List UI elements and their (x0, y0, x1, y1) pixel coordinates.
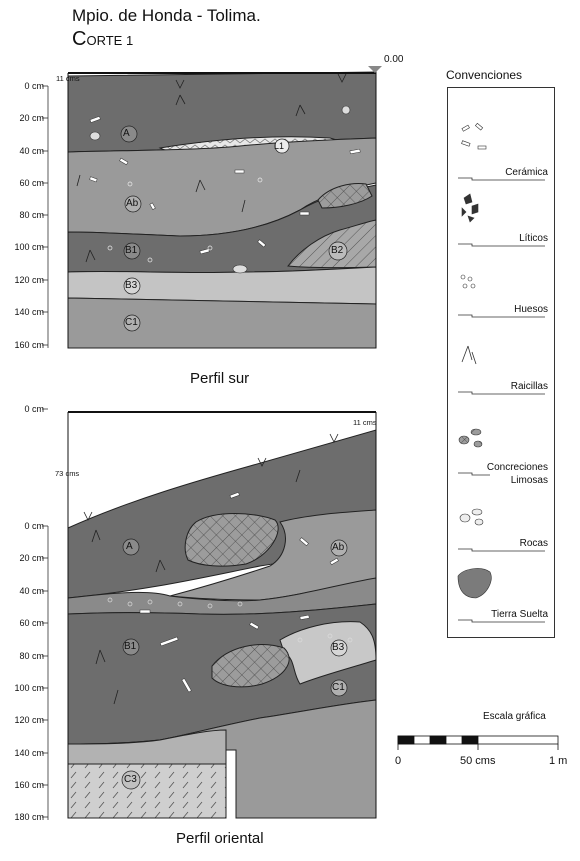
tick-oriental-upper-0: 0 cm (24, 404, 44, 414)
legend-title: Convenciones (446, 68, 523, 82)
sur-top-measure-value: 11 (56, 74, 64, 83)
tick-sur-0: 0 cm (24, 81, 44, 91)
legend-label-ceramica: Cerámica (505, 167, 548, 178)
label-oriental-A: A (126, 541, 133, 552)
tick-sur-100: 100 cm (14, 242, 44, 252)
concretion-block-oriental (184, 513, 279, 567)
scale-label-0: 0 (395, 755, 402, 767)
oriental-right-measure: 11 cms (353, 418, 377, 427)
legend-label-huesos: Huesos (514, 304, 548, 315)
horizon-oriental-Ab (169, 509, 377, 601)
horizon-sur-C1 (67, 297, 377, 349)
label-sur-B2: B2 (331, 245, 344, 256)
tick-oriental-180: 180 cm (14, 812, 44, 822)
label-sur-Ab: Ab (126, 198, 139, 209)
tick-oriental-60: 60 cm (19, 618, 44, 628)
caption-perfil-oriental: Perfil oriental (176, 830, 264, 847)
profile-oriental (67, 411, 377, 819)
legend-label-liticos: Líticos (519, 233, 548, 244)
caption-perfil-sur: Perfil sur (190, 370, 250, 387)
scale-title: Escala gráfica (483, 711, 546, 722)
section-title-initial: C (72, 28, 87, 50)
map-title: Mpio. de Honda - Tolima. (72, 6, 261, 25)
section-title: CORTE 1 (72, 28, 133, 51)
legend-icons (457, 122, 545, 623)
tick-sur-140: 140 cm (14, 307, 44, 317)
tick-sur-60: 60 cm (19, 178, 44, 188)
tick-oriental-100: 100 cm (14, 683, 44, 693)
label-sur-A: A (123, 128, 130, 139)
legend-label-concreciones: Concreciones (486, 462, 548, 473)
legend-box: Cerámica Líticos Huesos Raicillas Concre… (447, 87, 555, 638)
label-oriental-B3: B3 (332, 642, 345, 653)
legend-label-limosas: Limosas (510, 475, 548, 486)
section-title-rest: ORTE 1 (86, 33, 134, 48)
bone-icon (460, 274, 476, 289)
horizon-oriental-C1-band (67, 729, 227, 765)
concretion-icon (458, 428, 483, 448)
tick-sur-120: 120 cm (14, 275, 44, 285)
label-oriental-B1: B1 (124, 641, 137, 652)
legend-label-tierra-suelta: Tierra Suelta (491, 609, 548, 620)
axis-oriental (42, 408, 49, 820)
tick-sur-40: 40 cm (19, 146, 44, 156)
label-oriental-C3: C3 (124, 774, 137, 785)
horizon-sur-B2 (287, 219, 377, 269)
oriental-left-measure: 73 cms (55, 469, 79, 478)
label-sur-B3: B3 (125, 280, 138, 291)
tick-oriental-140: 140 cm (14, 748, 44, 758)
label-oriental-C1: C1 (332, 682, 345, 693)
tick-oriental-120: 120 cm (14, 715, 44, 725)
scale-bar (397, 735, 559, 750)
profile-sur (67, 66, 382, 349)
datum-marker (368, 66, 382, 73)
rootlet-icon (461, 345, 477, 365)
scale-label-50: 50 cms (460, 755, 496, 767)
datum-label: 0.00 (384, 54, 404, 65)
loose-soil-icon (457, 568, 492, 599)
label-sur-L1: L1 (274, 141, 285, 151)
tick-sur-160: 160 cm (14, 340, 44, 350)
scale-label-1m: 1 m (549, 755, 568, 767)
axis-sur (42, 85, 49, 348)
oriental-right-measure-unit: cms (362, 418, 377, 427)
sur-top-measure: 11 cms (56, 74, 80, 83)
tick-oriental-40: 40 cm (19, 586, 44, 596)
tick-sur-20: 20 cm (19, 113, 44, 123)
ceramic-icon (461, 122, 487, 150)
sur-top-measure-unit: cms (65, 74, 80, 83)
concretion-cluster-oriental (211, 644, 290, 688)
legend-label-rocas: Rocas (519, 538, 548, 549)
label-sur-C1: C1 (125, 317, 138, 328)
label-oriental-Ab: Ab (332, 542, 345, 553)
legend-label-raicillas: Raicillas (510, 381, 548, 392)
oriental-left-measure-unit: cms (65, 469, 80, 478)
concretion-cluster-sur (317, 183, 373, 209)
oriental-right-measure-value: 11 (353, 418, 361, 427)
horizon-oriental-C3 (67, 763, 227, 819)
label-sur-B1: B1 (125, 245, 138, 256)
tick-oriental-0: 0 cm (24, 521, 44, 531)
tick-oriental-80: 80 cm (19, 651, 44, 661)
tick-oriental-20: 20 cm (19, 553, 44, 563)
oriental-left-measure-value: 73 (55, 469, 64, 478)
rock-icon (459, 508, 484, 526)
tick-oriental-160: 160 cm (14, 780, 44, 790)
tick-sur-80: 80 cm (19, 210, 44, 220)
lithic-icon (461, 193, 479, 223)
